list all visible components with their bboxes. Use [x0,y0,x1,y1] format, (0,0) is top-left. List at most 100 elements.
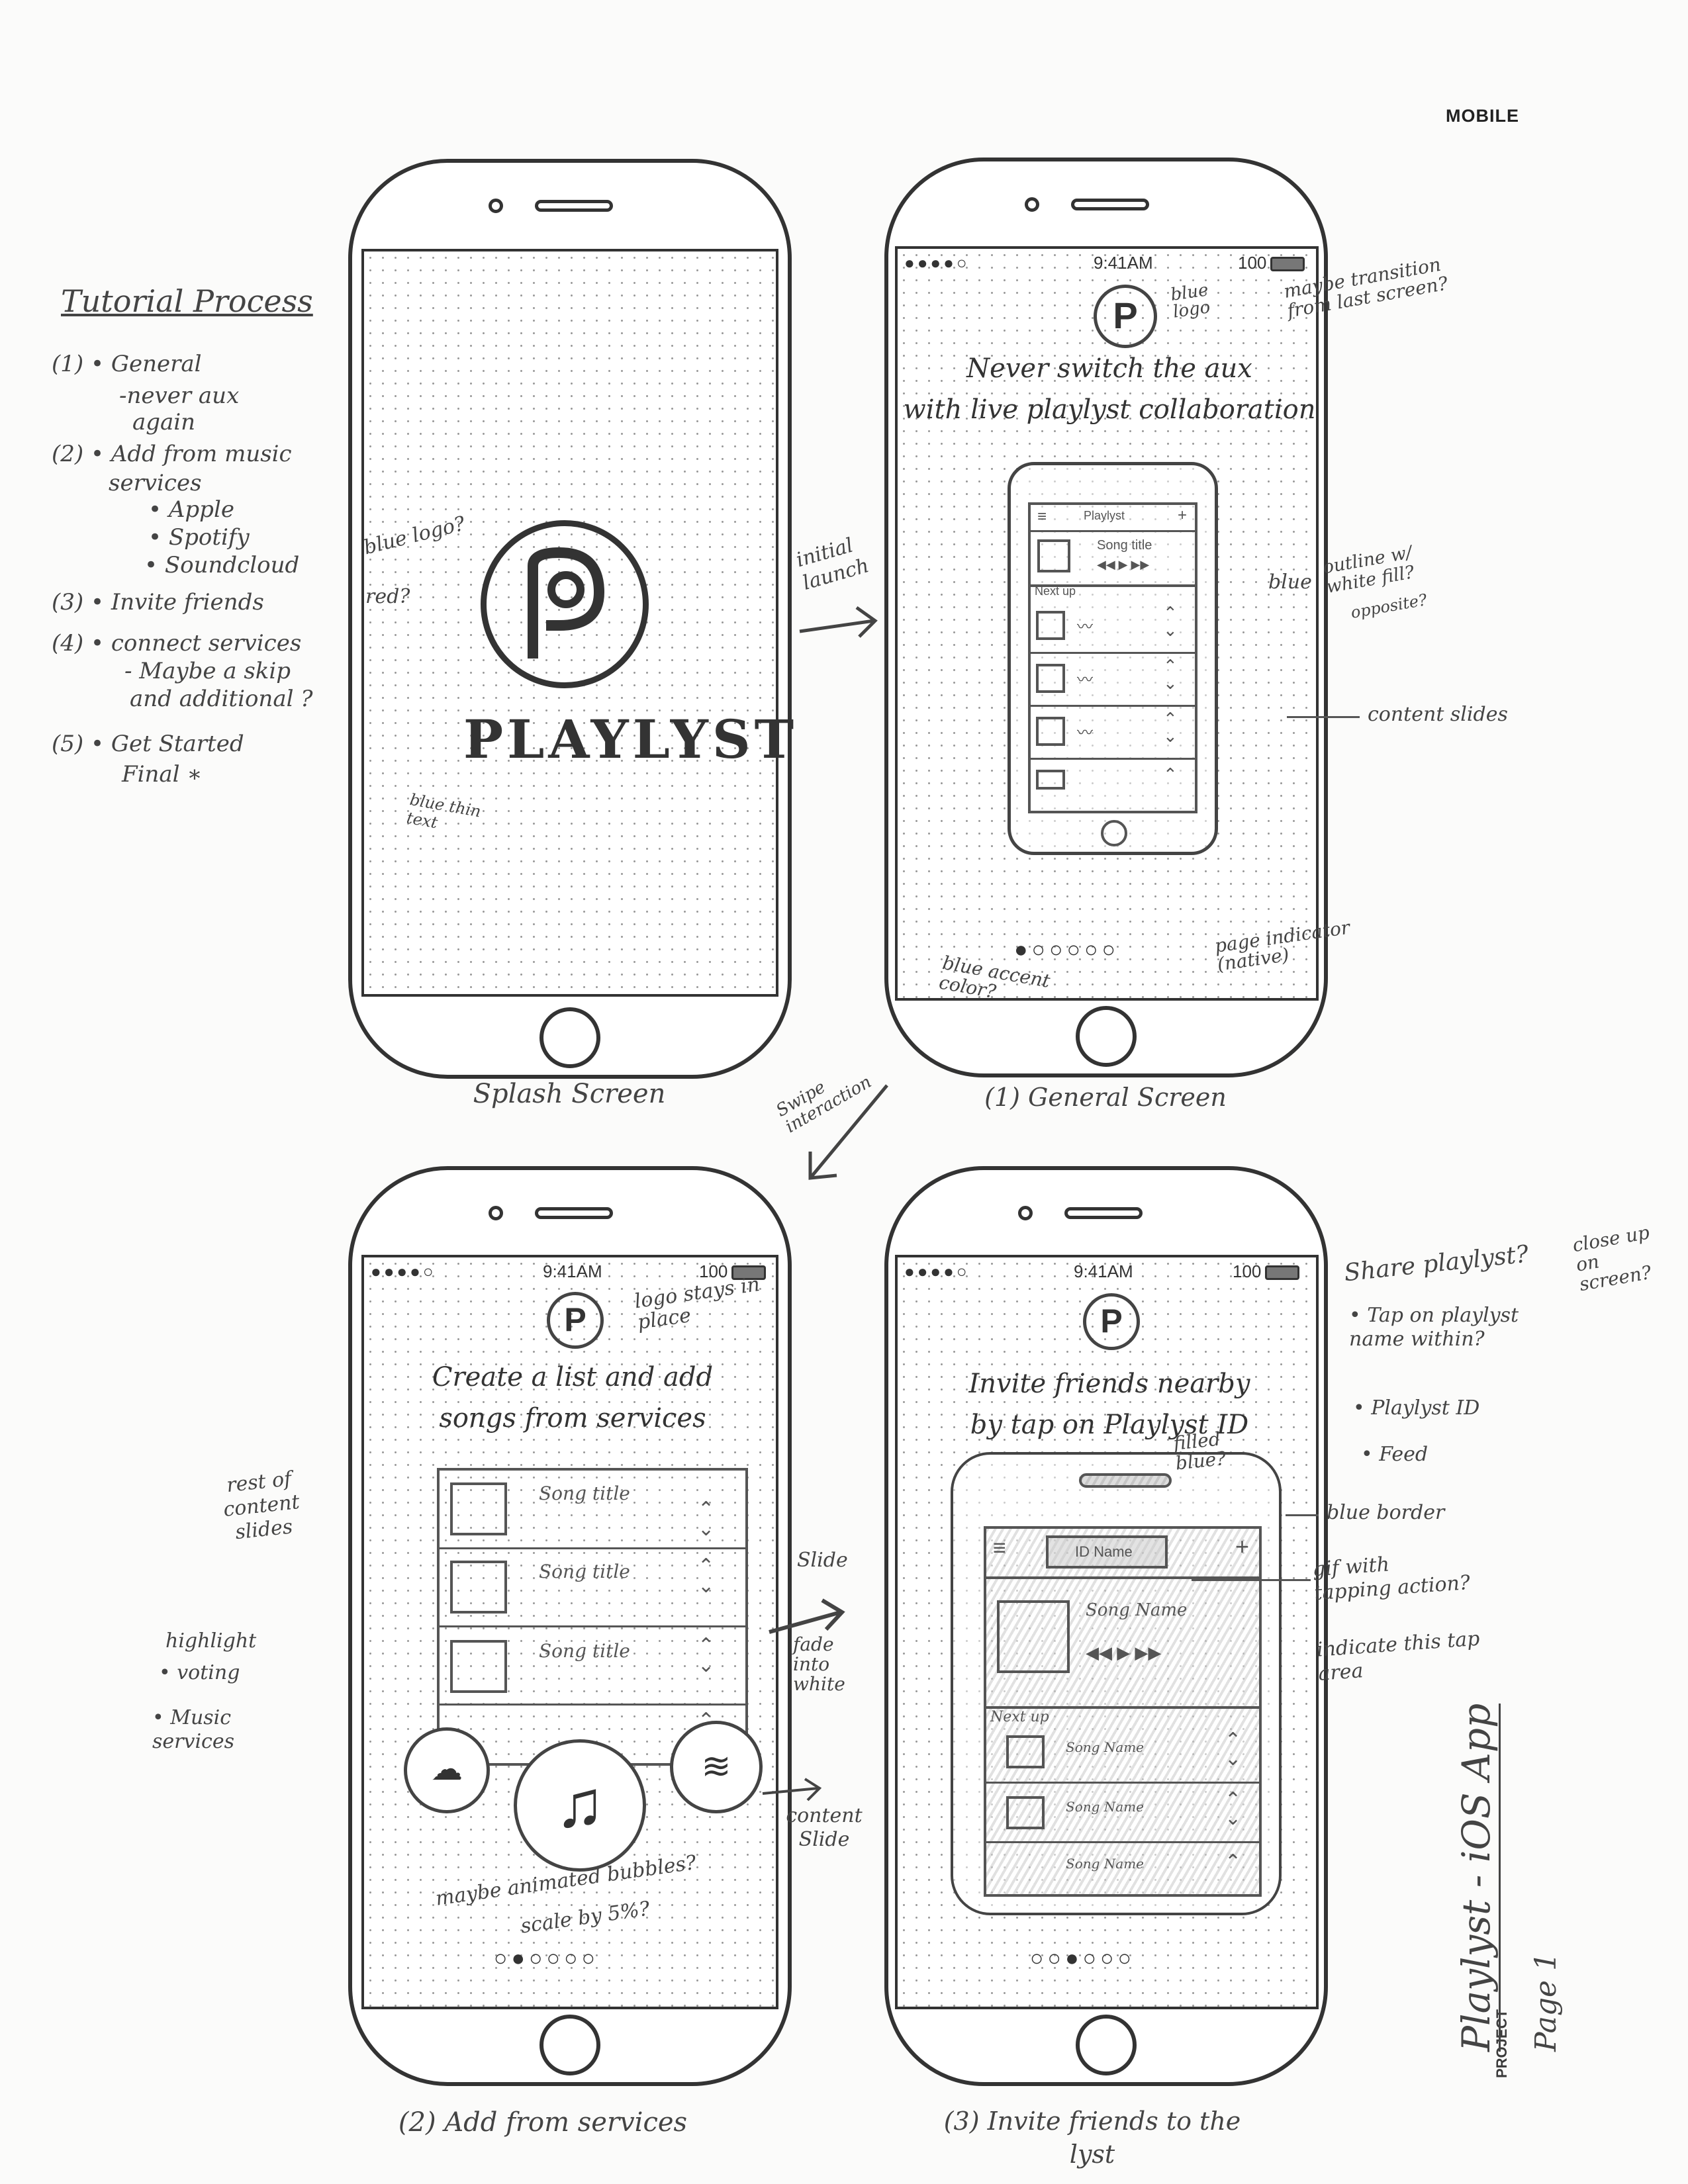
speaker-icon [1071,199,1149,210]
page-indicator[interactable]: ○●○○○○ [494,1946,600,1971]
mock-next-up: Next up [1035,584,1076,598]
soundcloud-icon[interactable]: ☁ [404,1727,490,1813]
vote-icon: ⌃ [1163,764,1178,784]
splash-caption: Splash Screen [473,1079,666,1109]
invite-screen: ●●●●○ 9:41AM 100 P Invite friends nearby… [895,1255,1319,2009]
services-note-music: • Music services [152,1706,234,1753]
splash-screen: PLAYLYST [361,249,794,997]
vote-icon[interactable]: ⌃⌄ [1225,1789,1242,1829]
invite-note-border: blue border [1327,1501,1445,1524]
vote-icon[interactable]: ⌃⌄ [698,1635,715,1676]
speaker-icon [535,1207,613,1219]
page-indicator[interactable]: ○○●○○○ [1030,1946,1136,1971]
services-screen: ●●●●○ 9:41AM 100 P Create a list and add… [361,1255,778,2009]
vote-icon: ⌃⌄ [1163,656,1178,693]
general-note-content: content slides [1368,703,1508,726]
status-battery: 100 [1238,253,1305,273]
list-squiggle: 〰 [1077,724,1093,742]
battery-icon [1265,1265,1300,1281]
camera-icon [1018,1206,1033,1220]
song-list: Song title ⌃⌄ Song title ⌃⌄ Song title ⌃… [437,1468,748,1766]
initial-launch-note: initial launch [793,533,872,595]
general-note-opposite: opposite? [1349,590,1429,622]
logo-icon: P [1083,1293,1140,1350]
list-squiggle: 〰 [1077,671,1093,689]
album-thumb [450,1561,507,1614]
tutorial-item: • Spotify [148,524,250,551]
vote-icon[interactable]: ⌃⌄ [698,1498,715,1540]
list-thumb [1036,717,1065,746]
tutorial-item: - Maybe a skip [124,658,291,684]
services-note-highlight: highlight [165,1629,257,1653]
services-note-slide: Slide [797,1549,848,1572]
mock-menu-icon: ≡ [1037,508,1047,525]
annotation-line [1287,716,1360,718]
mock-screen: ≡ ID Name + Song Name ◀◀ ▶ ▶▶ Next up So… [984,1526,1262,1897]
general-headline: Never switch the aux with live playlyst … [903,353,1316,425]
invite-phone: ●●●●○ 9:41AM 100 P Invite friends nearby… [884,1166,1328,2086]
invite-caption: (3) Invite friends to the lyst [943,2107,1241,2169]
mock-speaker [1079,1473,1172,1488]
services-note-voting: • voting [159,1661,240,1684]
general-phone: ●●●●○ 9:41AM 100 P Never switch the aux … [884,158,1328,1077]
general-caption: (1) General Screen [984,1083,1227,1112]
project-name: Playlyst - iOS App [1454,1703,1501,2052]
splash-phone: PLAYLYST [348,159,794,1079]
home-button[interactable] [1076,2015,1137,2075]
vote-icon[interactable]: ⌃⌄ [698,1555,715,1597]
list-thumb [1036,611,1065,640]
invite-note-indicate: indicate this tap area [1315,1627,1481,1686]
invite-note-share: Share playlyst? [1342,1240,1530,1287]
status-bar: ●●●●○ 9:41AM 100 [371,1261,768,1282]
services-note-rest: rest of content slides [222,1467,301,1545]
vote-icon[interactable]: ⌃⌄ [1225,1729,1242,1770]
services-note-fade: fade into white [793,1633,845,1695]
mock-plus-icon: + [1178,506,1188,524]
mock-plus-icon[interactable]: + [1235,1533,1250,1560]
album-thumb [450,1640,507,1693]
invite-note-closeup: close up on screen? [1570,1221,1654,1296]
tutorial-title: Tutorial Process [61,283,313,319]
services-caption: (2) Add from services [398,2107,688,2138]
logo-icon: P [547,1292,604,1349]
tutorial-item: (3) • Invite friends [52,589,264,615]
playlyst-id-label: ID Name [1075,1543,1133,1560]
services-headline: Create a list and add songs from service… [432,1362,714,1433]
page-indicator[interactable]: ●○○○○○ [1014,937,1120,962]
list-song: Song Name [1066,1739,1145,1755]
home-button[interactable] [539,1007,600,1068]
signal-icon: ●●●●○ [371,1261,436,1281]
invite-share-item: • Feed [1361,1443,1429,1466]
page-number: Page 1 [1529,1952,1563,2052]
mock-song: Song Name [1086,1600,1188,1620]
home-button[interactable] [1076,1006,1137,1067]
list-thumb [1006,1796,1045,1829]
tutorial-item: • Soundcloud [144,552,300,578]
playlyst-id-button[interactable]: ID Name [1046,1535,1168,1569]
status-time: 9:41AM [1094,253,1153,273]
list-thumb [1036,770,1065,790]
spotify-icon[interactable]: ≋ [670,1721,763,1813]
mock-song: Song title [1097,538,1152,553]
services-note-content-slide: content Slide [786,1804,863,1851]
mock-menu-icon: ≡ [993,1535,1006,1561]
tutorial-item: (4) • connect services [52,630,302,657]
battery-icon [731,1265,767,1281]
vote-icon: ⌃⌄ [1163,709,1178,746]
speaker-icon [1064,1207,1143,1219]
status-bar: ●●●●○ 9:41AM 100 [904,253,1308,273]
logo-icon [481,520,649,688]
mock-controls-icon: ◀◀ ▶ ▶▶ [1097,558,1150,571]
album-thumb [1037,539,1070,572]
camera-icon [489,1206,503,1220]
mock-phone: ≡ ID Name + Song Name ◀◀ ▶ ▶▶ Next up So… [951,1452,1282,1915]
vote-icon[interactable]: ⌃ [1225,1851,1242,1873]
signal-icon: ●●●●○ [904,1261,970,1281]
vote-icon: ⌃⌄ [1163,603,1178,640]
tutorial-item: services [109,470,202,496]
status-battery: 100 [699,1261,767,1282]
mock-next-up: Next up [990,1709,1049,1725]
mock-controls-icon: ◀◀ ▶ ▶▶ [1086,1643,1162,1662]
home-button[interactable] [539,2015,600,2075]
apple-music-icon[interactable]: ♫ [514,1739,646,1872]
